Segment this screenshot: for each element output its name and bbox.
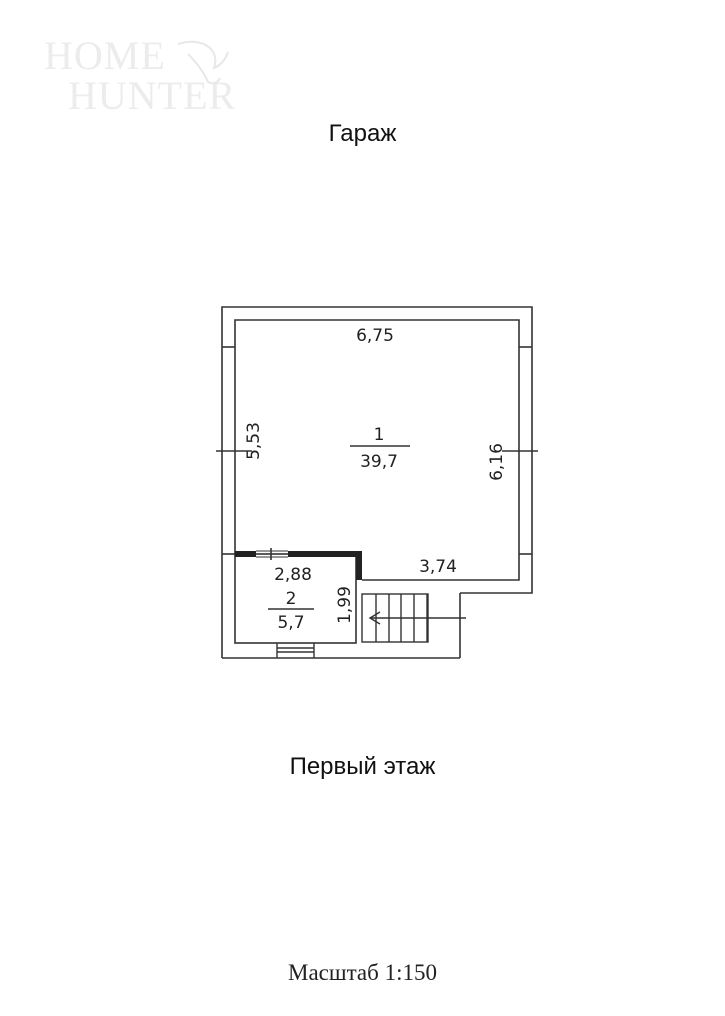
room-1-number: 1 xyxy=(374,425,385,445)
room-1-area: 39,7 xyxy=(360,452,398,472)
dimension-room2-height: 1,99 xyxy=(335,586,355,624)
dimension-bottom-right-width: 3,74 xyxy=(419,557,457,577)
room-2-number: 2 xyxy=(286,589,297,609)
scale-label: Масштаб 1:150 xyxy=(288,960,437,985)
bird-logo-icon xyxy=(177,40,229,85)
page-title: Гараж xyxy=(328,120,397,147)
entrance-steps xyxy=(276,643,315,658)
home-hunter-watermark-logo: HOME HUNTER xyxy=(40,34,240,124)
walls xyxy=(216,306,538,659)
floor-title: Первый этаж xyxy=(289,753,436,780)
dimension-room2-width: 2,88 xyxy=(274,565,312,585)
dimension-right-height: 6,16 xyxy=(487,443,507,481)
partition-wall xyxy=(235,550,362,580)
dimension-top-width: 6,75 xyxy=(356,326,394,346)
dimension-left-height: 5,53 xyxy=(244,422,264,460)
staircase xyxy=(361,593,466,643)
room-2-area: 5,7 xyxy=(277,613,304,633)
watermark-line-1: HOME xyxy=(44,33,166,78)
